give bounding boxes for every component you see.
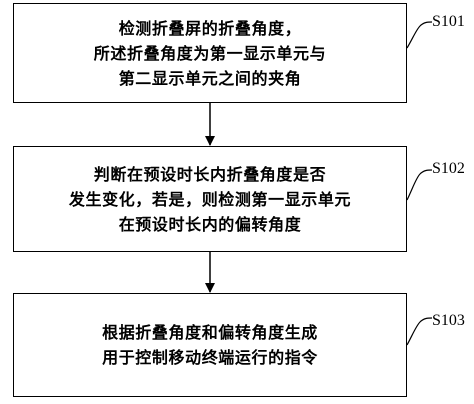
step-s101-line-1: 检测折叠屏的折叠角度， [118,18,302,38]
leader-line-s101 [406,21,433,49]
step-id-s101: S101 [432,13,465,30]
step-box-s103: 根据折叠角度和偏转角度生成 用于控制移动终端运行的指令 [13,293,407,397]
step-s103-line-1: 根据折叠角度和偏转角度生成 [102,323,318,342]
step-s102-line-2: 发生变化，若是，则检测第一显示单元 [68,189,352,209]
step-s103-line-2: 用于控制移动终端运行的指令 [102,348,318,367]
step-s102-line-1: 判断在预设时长内折叠角度是否 [93,164,327,184]
step-s102-line-3: 在预设时长内的偏转角度 [118,214,302,234]
step-box-s101: 检测折叠屏的折叠角度， 所述折叠角度为第一显示单元与 第二显示单元之间的夹角 [13,3,407,103]
step-box-s102: 判断在预设时长内折叠角度是否 发生变化，若是，则检测第一显示单元 在预设时长内的… [13,146,407,252]
step-s101-line-2: 所述折叠角度为第一显示单元与 [93,43,327,63]
leader-line-s102 [406,169,433,201]
step-s101-line-3: 第二显示单元之间的夹角 [118,68,302,88]
leader-line-s103 [406,317,433,346]
step-id-s103: S103 [432,312,465,329]
step-id-s102: S102 [432,160,465,177]
